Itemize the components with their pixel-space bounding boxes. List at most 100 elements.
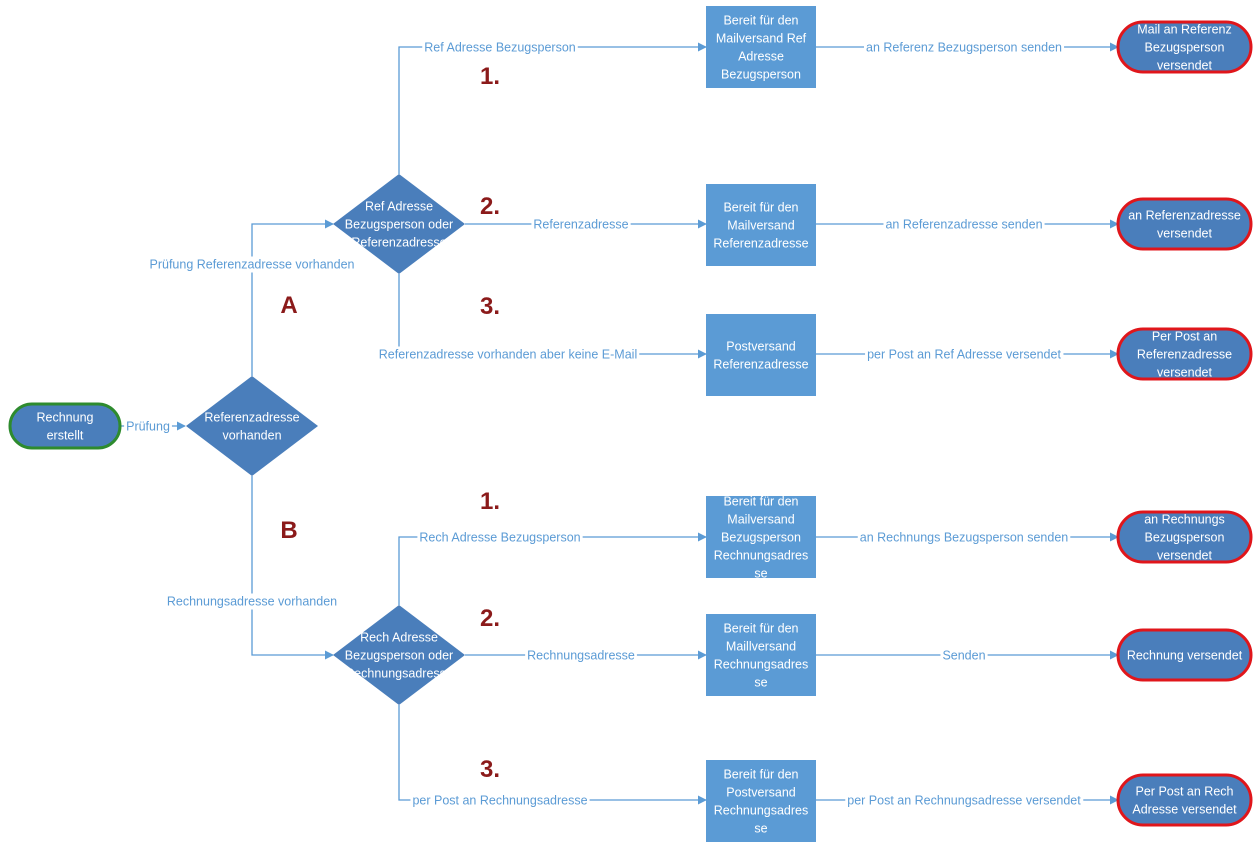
- branch_b-path-3-end-terminator-label-line: Adresse versendet: [1132, 803, 1237, 817]
- branch_b-path-2-process: [706, 614, 816, 696]
- branch_b-path-3-condition-label-bg: [410, 792, 590, 809]
- branch_b-entry-label: Rechnungsadresse vorhanden: [167, 595, 337, 609]
- branch_a-entry-label: Prüfung Referenzadresse vorhanden: [150, 258, 355, 272]
- branch_a-path-1-end-terminator-label-line: Mail an Referenz: [1137, 23, 1232, 37]
- branch_a-path-3-process-label-line: Postversand: [726, 340, 796, 354]
- branch_a-path-3-action-label-bg: [865, 346, 1064, 363]
- branch_b-path-3-number: 3.: [480, 756, 500, 783]
- branch_b-path-1-action-label: an Rechnungs Bezugsperson senden: [860, 531, 1069, 545]
- branch_b-path-1-condition-label: Rech Adresse Bezugsperson: [419, 531, 580, 545]
- branch_b-path-2-process-label-line: se: [754, 676, 767, 690]
- branch_b-decision-label-line: Bezugsperson oder: [345, 649, 453, 663]
- branch_b-path-1-action-label-bg: [857, 529, 1071, 546]
- decision-main-label-line: vorhanden: [222, 429, 281, 443]
- branch_a-path-2-process: [706, 184, 816, 266]
- branch_a-path-3-process-label-line: Referenzadresse: [713, 358, 808, 372]
- branch_a-marker: A: [280, 292, 297, 319]
- branch_b-path-1-condition-label-bg: [417, 529, 583, 546]
- branch_a-path-2-end-terminator-label-line: an Referenzadresse: [1128, 209, 1241, 223]
- start-terminator-label-line: erstellt: [47, 429, 84, 443]
- branch_a-path-1-process-label-line: Bereit für den: [723, 14, 798, 28]
- branch_a-decision-label-line: Bezugsperson oder: [345, 218, 453, 232]
- branch_a-entry-label-bg: [147, 256, 357, 273]
- branch_a-path-1-condition-label: Ref Adresse Bezugsperson: [424, 41, 576, 55]
- branch_a-path-1-end-terminator: [1116, 20, 1253, 74]
- branch_a-path-2-end-terminator: [1116, 197, 1253, 251]
- branch_a-entry-edge: [251, 219, 334, 376]
- branch_b-path-2-action-label: Senden: [942, 649, 985, 663]
- edge-pruefung-label-bg: [124, 418, 172, 435]
- branch_b-path-2-condition-label-bg: [525, 647, 637, 664]
- branch_b-path-2-process-label-line: Bereit für den: [723, 622, 798, 636]
- branch_b-path-1-end-terminator: [1116, 510, 1253, 564]
- branch_a-path-3-condition-edge: [398, 274, 707, 359]
- branch_a-path-1-process-label-line: Adresse: [738, 50, 784, 64]
- branch_a-path-1-end-terminator-label-line: versendet: [1157, 59, 1212, 73]
- branch_a-decision-label-line: Referenzadresse: [351, 236, 446, 250]
- branch_b-decision-label-line: Rechnungsadresse: [345, 667, 453, 681]
- branch_a-path-1-number: 1.: [480, 63, 500, 90]
- branch_b-path-3-condition-label: per Post an Rechnungsadresse: [412, 794, 587, 808]
- branch_b-path-3-process-label-line: se: [754, 822, 767, 836]
- branch_b-decision-label-line: Rech Adresse: [360, 631, 438, 645]
- branch_a-path-3-end-terminator: [1116, 327, 1253, 381]
- branch_b-path-3-condition-edge: [398, 705, 707, 805]
- branch_a-path-2-process-label-line: Bereit für den: [723, 201, 798, 215]
- branch_a-path-2-end-terminator-label: an Referenzadresse versendet: [1128, 209, 1241, 241]
- branch_b-path-1-process-label-line: Bereit für den: [723, 495, 798, 509]
- branch_b-path-2-end-terminator-label-line: Rechnung versendet: [1127, 649, 1243, 663]
- edge-pruefung-label: Prüfung: [126, 420, 170, 434]
- branch_b-path-2-process-label-line: Maillversand: [726, 640, 796, 654]
- branch_a-path-1-condition-edge: [398, 42, 707, 174]
- branch_a-path-2-process-label-line: Referenzadresse: [713, 237, 808, 251]
- branch_a-path-3-process: [706, 314, 816, 396]
- start-terminator-label: Rechnung erstellt: [37, 411, 94, 443]
- branch_b-path-3-action-label: per Post an Rechnungsadresse versendet: [847, 794, 1081, 808]
- start-terminator-label-line: Rechnung: [37, 411, 94, 425]
- branch_b-path-1-process: [706, 496, 816, 578]
- branch_a-path-3-end-terminator-label-line: Per Post an: [1152, 330, 1217, 344]
- branch_a-path-2-end-terminator-label-line: versendet: [1157, 227, 1212, 241]
- branch_b-decision: [333, 605, 465, 705]
- branch_b-path-2-condition-label: Rechnungsadresse: [527, 649, 635, 663]
- branch_a-path-3-end-terminator-label-line: Referenzadresse: [1137, 348, 1232, 362]
- branch_a-path-1-end-terminator-label-line: Bezugsperson: [1145, 41, 1225, 55]
- branch_a-path-3-condition-label-bg: [376, 346, 640, 363]
- branch_a-path-2-action-label: an Referenzadresse senden: [885, 218, 1042, 232]
- branch_a-path-1-process-label-line: Bezugsperson: [721, 68, 801, 82]
- decision-main: [186, 376, 318, 476]
- branch_b-path-3-end-terminator: [1116, 773, 1253, 827]
- branch_b-marker: B: [280, 517, 297, 544]
- branch_b-path-3-end-terminator-label-line: Per Post an Rech: [1136, 785, 1234, 799]
- branch_b-path-2-process-label-line: Rechnungsadres: [714, 658, 809, 672]
- branch_b-path-2-action-label-bg: [940, 647, 988, 664]
- branch_a-path-2-condition-label-bg: [531, 216, 631, 233]
- decision-main-label: Referenzadresse vorhanden: [204, 411, 299, 443]
- decision-main-label-line: Referenzadresse: [204, 411, 299, 425]
- branch_b-path-3-process: [706, 760, 816, 842]
- branch_b-path-3-process-label-line: Postversand: [726, 786, 796, 800]
- branch_b-entry-label-bg: [164, 593, 340, 610]
- branch_b-path-2-end-terminator: [1116, 628, 1253, 682]
- branch_a-path-1-action-label: an Referenz Bezugsperson senden: [866, 41, 1062, 55]
- branch_b-path-2-end-terminator-label: Rechnung versendet: [1127, 649, 1243, 663]
- branch_a-path-2-number: 2.: [480, 193, 500, 220]
- branch_b-path-3-action-label-bg: [845, 792, 1084, 809]
- branch_b-path-1-process-label-line: Mailversand: [727, 513, 794, 527]
- branch_b-path-1-process-label-line: Rechnungsadres: [714, 549, 809, 563]
- branch_b-path-2-number: 2.: [480, 605, 500, 632]
- branch_b-path-1-condition-edge: [398, 532, 707, 605]
- branch_b-path-3-process-label-line: Bereit für den: [723, 768, 798, 782]
- branch_a-path-2-action-label-bg: [883, 216, 1045, 233]
